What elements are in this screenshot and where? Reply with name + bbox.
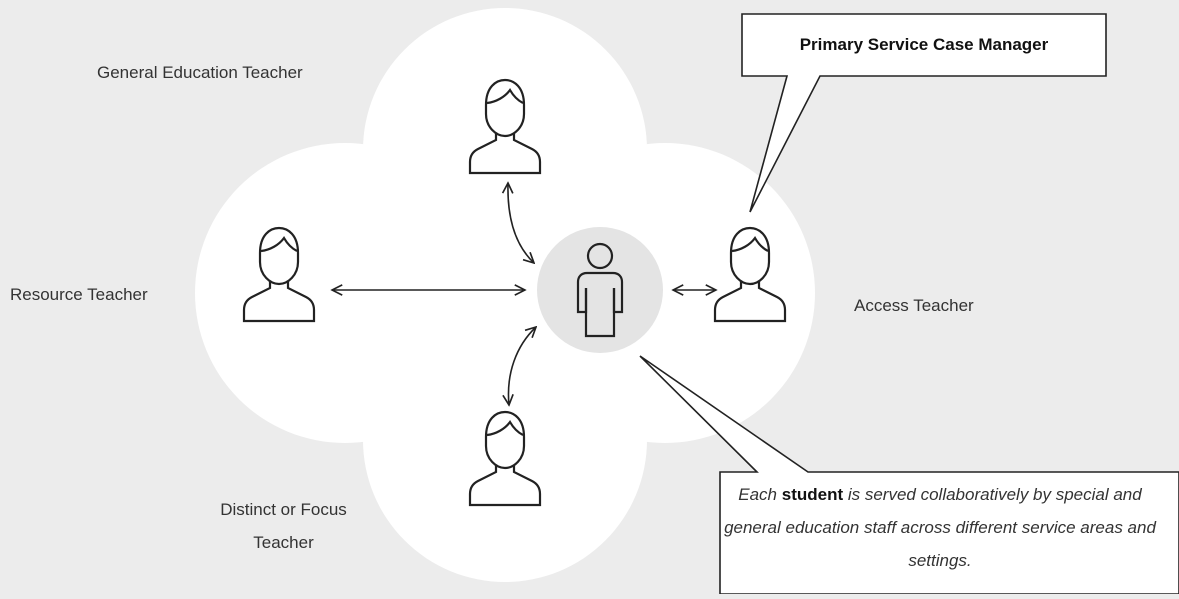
student-note-callout-box	[639, 355, 1179, 595]
student-icon	[576, 242, 624, 338]
label-distinct-focus-teacher: Distinct or Focus Teacher	[220, 500, 347, 552]
label-resource-teacher: Resource Teacher	[10, 285, 148, 304]
note-emphasis: student	[781, 485, 844, 504]
note-prefix: Each	[738, 485, 782, 504]
note-suffix: is served collaboratively by special and…	[724, 485, 1156, 570]
case-manager-callout-text: Primary Service Case Manager	[799, 35, 1049, 54]
student-circle	[537, 227, 663, 353]
label-access-teacher: Access Teacher	[854, 296, 974, 315]
double-arrow-icon	[508, 183, 534, 263]
label-general-education-teacher: General Education Teacher	[97, 63, 303, 82]
student-note-callout-text: Each student is served collaboratively b…	[720, 478, 1160, 577]
double-arrow-icon	[508, 327, 536, 405]
case-manager-callout-box	[741, 13, 1107, 213]
